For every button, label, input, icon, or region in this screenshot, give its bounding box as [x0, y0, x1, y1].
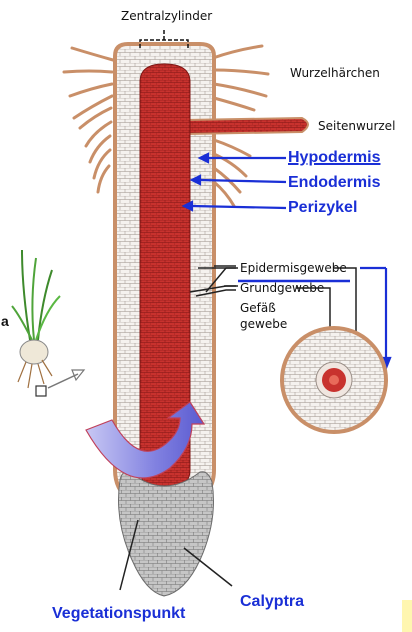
label-wurzelhaerchen: Wurzelhärchen [290, 67, 380, 79]
label-gefaess-line2: gewebe [240, 318, 287, 330]
label-vegetationspunkt: Vegetationspunkt [52, 606, 185, 622]
label-endodermis: Endodermis [288, 175, 380, 191]
label-seitenwurzel: Seitenwurzel [318, 120, 395, 132]
label-calyptra: Calyptra [240, 594, 304, 610]
root-hairs-left [64, 48, 113, 192]
corner-mark [402, 600, 412, 632]
onion-seedling-icon [12, 250, 84, 396]
label-grundgewebe: Grundgewebe [240, 282, 324, 294]
label-perizykel: Perizykel [288, 200, 357, 216]
root-cross-section [282, 328, 386, 432]
lateral-root [186, 118, 308, 134]
label-epidermisgewebe: Epidermisgewebe [240, 262, 347, 274]
label-zentralzylinder: Zentralzylinder [121, 10, 212, 22]
label-fragment-a: a [1, 314, 9, 328]
label-hypodermis: Hypodermis [288, 150, 380, 166]
label-gefaess-line1: Gefäß [240, 302, 276, 314]
root-cap [119, 472, 214, 596]
